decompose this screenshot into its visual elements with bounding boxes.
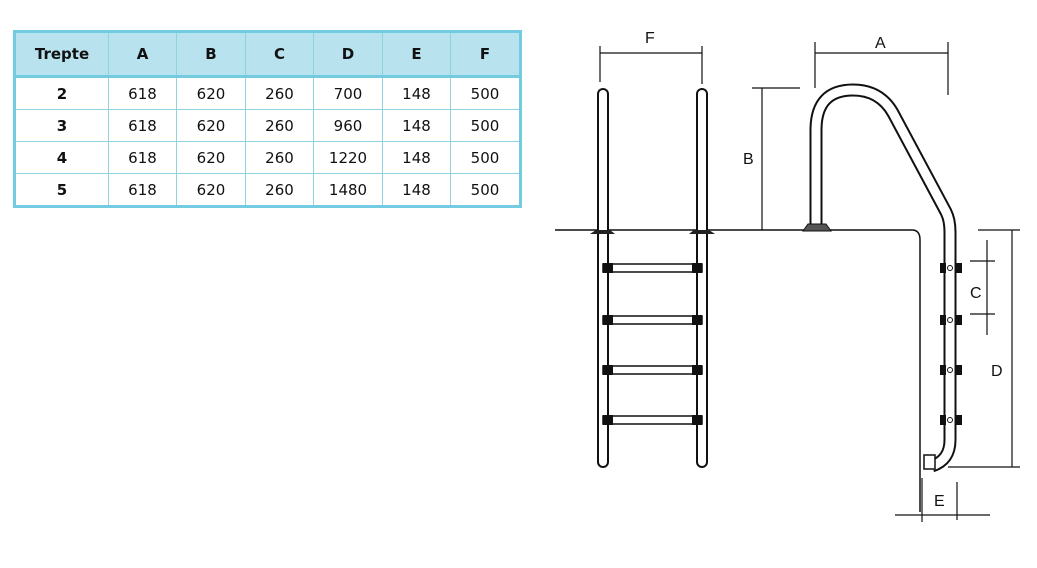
handrail-side-view: [802, 83, 962, 473]
cell-d: 1220: [313, 141, 383, 174]
ladder-step: [602, 365, 703, 375]
step-bracket: [940, 415, 962, 425]
cell-c: 260: [245, 173, 314, 207]
header-d: D: [313, 31, 383, 78]
cell-b: 620: [176, 76, 246, 110]
table-header-row: Trepte A B C D E F: [14, 31, 521, 78]
header-f: F: [450, 31, 521, 78]
step-bracket: [940, 263, 962, 273]
ladder-front-view: [590, 88, 715, 468]
label-e: E: [934, 493, 945, 510]
pool-edge-line: [555, 229, 921, 512]
cell-a: 618: [108, 173, 177, 207]
ladder-step: [602, 415, 703, 425]
cell-f: 500: [450, 141, 521, 174]
label-b: B: [743, 151, 754, 168]
step-bracket: [940, 365, 962, 375]
cell-d: 700: [313, 76, 383, 110]
ladder-step: [602, 263, 703, 273]
cell-trepte: 5: [14, 173, 109, 207]
cell-d: 960: [313, 109, 383, 142]
cell-e: 148: [382, 76, 451, 110]
cell-trepte: 4: [14, 141, 109, 174]
header-e: E: [382, 31, 451, 78]
label-c: C: [970, 285, 982, 302]
dimension-lines: [599, 42, 1020, 522]
cell-trepte: 2: [14, 76, 109, 110]
label-a: A: [875, 35, 886, 52]
cell-f: 500: [450, 76, 521, 110]
header-c: C: [245, 31, 314, 78]
header-trepte: Trepte: [14, 31, 109, 78]
cell-a: 618: [108, 109, 177, 142]
step-bracket: [940, 315, 962, 325]
label-f: F: [645, 30, 655, 47]
cell-e: 148: [382, 109, 451, 142]
cell-e: 148: [382, 173, 451, 207]
cell-b: 620: [176, 141, 246, 174]
cell-d: 1480: [313, 173, 383, 207]
cell-a: 618: [108, 141, 177, 174]
cell-f: 500: [450, 173, 521, 207]
label-d: D: [991, 363, 1003, 380]
ladder-step: [602, 315, 703, 325]
cell-c: 260: [245, 76, 314, 110]
header-b: B: [176, 31, 246, 78]
cell-c: 260: [245, 141, 314, 174]
